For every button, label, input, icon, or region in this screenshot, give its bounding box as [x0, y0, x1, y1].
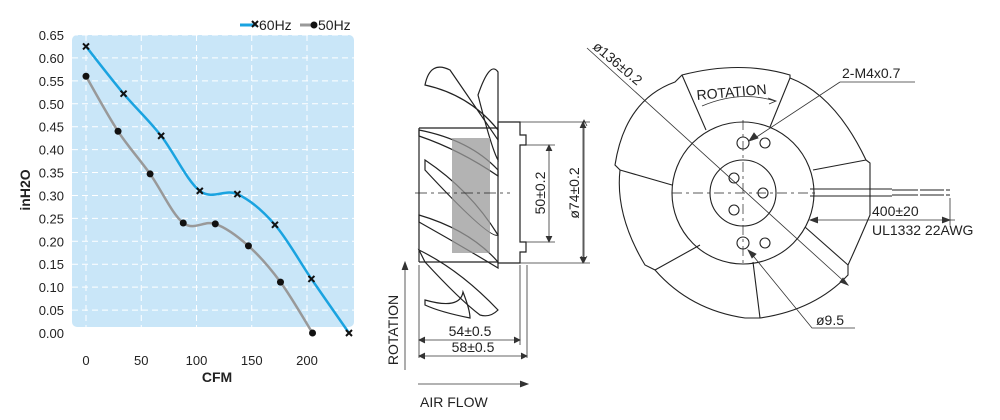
- side-blade: [418, 214, 499, 270]
- data-point-50Hz: [309, 329, 317, 337]
- data-point-50Hz: [179, 219, 187, 227]
- side-rotation-label: ROTATION: [385, 295, 401, 365]
- mount-hole: [736, 136, 750, 150]
- y-tick-label: 0.10: [39, 280, 64, 295]
- ground-symbol: [759, 137, 771, 149]
- y-tick-label: 0.40: [39, 143, 64, 158]
- side-blade: [424, 158, 499, 236]
- side-body: [418, 127, 498, 263]
- data-point-60Hz: [271, 221, 279, 229]
- x-axis-label: CFM: [202, 369, 232, 385]
- y-tick-label: 0.45: [39, 120, 64, 135]
- y-tick-label: 0.55: [39, 74, 64, 89]
- y-tick-label: 0.30: [39, 188, 64, 203]
- front-centerlines: [672, 120, 815, 265]
- side-view: [415, 66, 527, 319]
- series-group: [82, 42, 353, 337]
- y-tick-label: 0.25: [39, 211, 64, 226]
- pq-curve-chart: 0.00 0.05 0.10 0.15 0.20 0.25 0.30 0.35 0.40 0.45…: [17, 17, 354, 385]
- side-blade: [417, 248, 499, 317]
- data-point-50Hz: [211, 220, 219, 228]
- wire-spec-label: UL1332 22AWG: [872, 222, 973, 238]
- x-tick-label: 50: [134, 353, 148, 368]
- y-tick-label: 0.05: [39, 303, 64, 318]
- dim-50: 50±0.2: [532, 171, 548, 214]
- legend-50hz-label: 50Hz: [318, 17, 351, 33]
- x-tick-label: 200: [296, 353, 318, 368]
- screw: [728, 172, 740, 184]
- mount-hole: [736, 236, 750, 250]
- data-point-60Hz: [119, 89, 128, 98]
- side-blade: [477, 68, 499, 163]
- front-view: [614, 67, 950, 319]
- x-tick-label: 150: [241, 353, 263, 368]
- y-axis-ticks: 0.00 0.05 0.10 0.15 0.20 0.25 0.30 0.35 0.40 0.45…: [39, 28, 64, 341]
- y-axis-label: inH2O: [17, 169, 33, 210]
- side-hub-shade: [452, 138, 490, 253]
- hole-dim-label: ø9.5: [816, 312, 844, 328]
- ground-symbol: [759, 237, 771, 249]
- data-point-50Hz: [82, 72, 90, 80]
- screw: [757, 187, 769, 199]
- data-point-50Hz: [276, 278, 284, 286]
- y-tick-label: 0.35: [39, 166, 64, 181]
- front-blade-lines: [619, 74, 867, 319]
- front-hub: [671, 121, 815, 265]
- y-tick-label: 0.50: [39, 97, 64, 112]
- dim-74: ø74±0.2: [566, 167, 582, 218]
- data-point-60Hz: [345, 329, 353, 337]
- legend: 60Hz 50Hz: [240, 17, 351, 33]
- series-line-50Hz: [84, 75, 314, 334]
- data-point-50Hz: [244, 242, 252, 250]
- side-blade: [424, 66, 499, 142]
- x-axis-ticks: 0 50 100 150 200: [82, 353, 317, 368]
- y-tick-label: 0.00: [39, 326, 64, 341]
- grid: [72, 34, 354, 334]
- screw: [728, 204, 740, 216]
- legend-60hz-marker: [251, 20, 259, 28]
- data-point-50Hz: [146, 170, 154, 178]
- front-dimensions: [580, 47, 955, 329]
- front-rotation-label: ROTATION: [696, 81, 767, 103]
- airflow-label: AIR FLOW: [420, 394, 488, 410]
- screw-label: 2-M4x0.7: [842, 65, 901, 81]
- data-point-60Hz: [196, 187, 204, 195]
- data-point-60Hz: [82, 42, 90, 51]
- side-blade: [418, 129, 499, 178]
- dim-136: ø136±0.2: [590, 38, 646, 88]
- side-blade: [424, 289, 471, 319]
- lead-wire: [810, 188, 950, 197]
- y-tick-label: 0.15: [39, 257, 64, 272]
- y-tick-label: 0.60: [39, 51, 64, 66]
- data-point-50Hz: [114, 127, 122, 135]
- front-inner: [709, 159, 777, 227]
- dim-54: 54±0.5: [449, 323, 492, 339]
- x-tick-label: 100: [186, 353, 208, 368]
- side-flange: [497, 121, 527, 264]
- y-tick-label: 0.65: [39, 28, 64, 43]
- side-dimensions: [401, 121, 590, 388]
- dim-58: 58±0.5: [452, 339, 495, 355]
- plot-background: [72, 35, 354, 327]
- legend-50hz-marker: [310, 21, 318, 29]
- x-tick-label: 0: [82, 353, 89, 368]
- data-point-60Hz: [307, 275, 316, 283]
- lead-length-label: 400±20: [872, 203, 919, 219]
- y-tick-label: 0.20: [39, 234, 64, 249]
- legend-60hz-label: 60Hz: [259, 17, 292, 33]
- data-point-60Hz: [157, 132, 165, 140]
- data-point-60Hz: [233, 190, 242, 198]
- front-outline: [614, 67, 871, 319]
